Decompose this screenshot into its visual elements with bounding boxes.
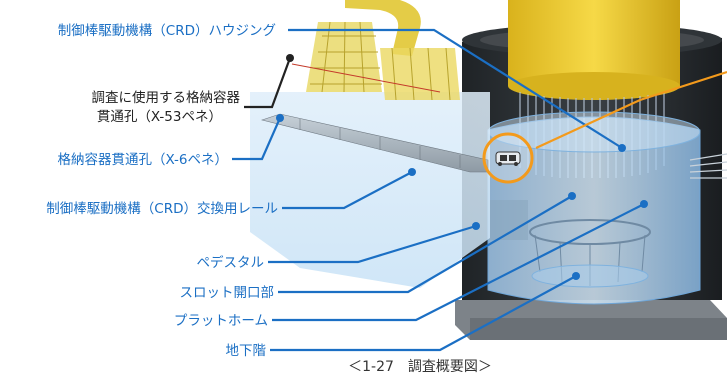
leader-robot [535, 70, 727, 149]
label-crd-rail: 制御棒駆動機構（CRD）交換用レール [46, 200, 278, 217]
leader-slot-opening [278, 195, 573, 294]
leader-pedestal [268, 224, 477, 264]
x6-penetration-structure [306, 0, 460, 101]
leader-crd-rail [282, 171, 413, 210]
label-basement: 地下階 [226, 343, 267, 359]
label-slot-opening: スロット開口部 [180, 285, 275, 301]
labels: 制御棒駆動機構（CRD）ハウジング 調査に使用する格納容器 貫通孔（X-53ペネ… [46, 23, 492, 374]
figure-caption: ＜1-27 調査概要図＞ [348, 359, 492, 374]
robot-callout [482, 132, 534, 184]
reactor-pressure-vessel [508, 0, 680, 86]
inspection-robot-icon [495, 151, 521, 166]
label-pedestal: ペデスタル [197, 254, 265, 271]
leader-x6 [232, 117, 282, 161]
leader-crd-housing [288, 28, 623, 149]
label-crd-housing: 制御棒駆動機構（CRD）ハウジング [58, 23, 276, 39]
leader-platform [272, 203, 645, 322]
crd-exchange-rail [260, 113, 489, 173]
label-x6-penetration: 格納容器貫通孔（X-6ペネ） [57, 151, 228, 168]
label-platform: プラットホーム [174, 313, 268, 329]
label-x53-line2: 貫通孔（X-53ペネ） [97, 109, 222, 125]
label-x53-line1: 調査に使用する格納容器 [92, 89, 241, 106]
leader-basement [270, 275, 577, 352]
leader-x53 [244, 57, 292, 109]
leader-lines [232, 28, 727, 352]
